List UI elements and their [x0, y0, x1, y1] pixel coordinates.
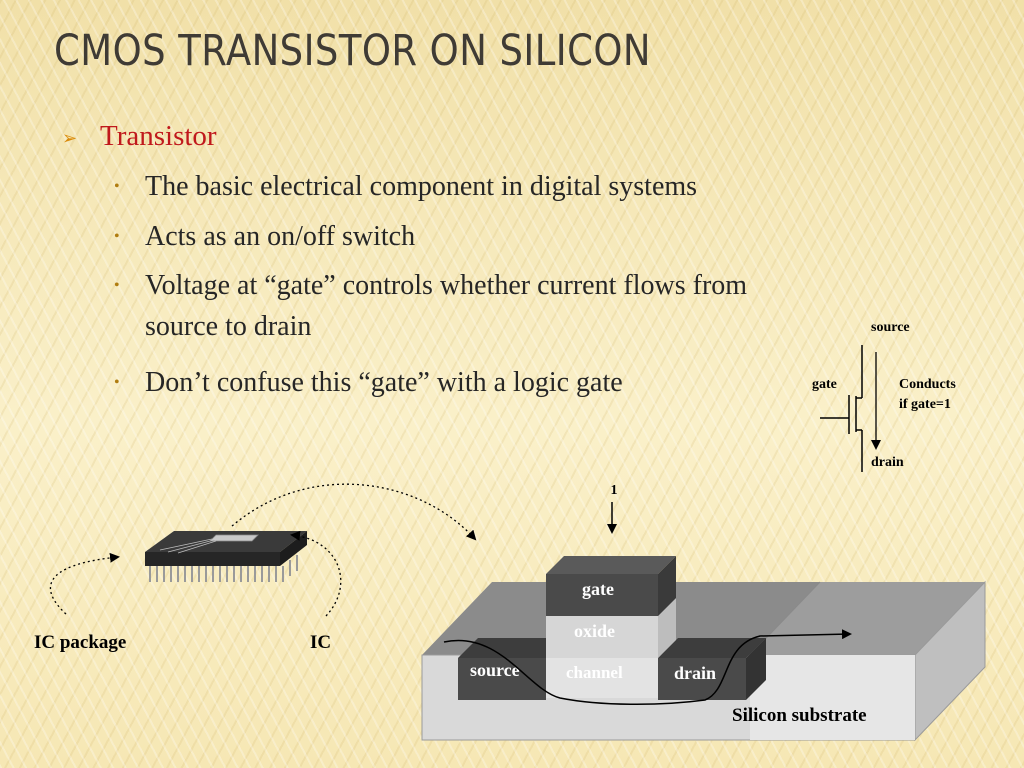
gate-label: gate: [582, 579, 614, 599]
drain-block: [658, 658, 746, 700]
dot-bullet-icon: •: [114, 277, 120, 294]
bullet-voltage-gate-cont: source to drain: [145, 311, 312, 342]
bullet-switch: Acts as an on/off switch: [145, 221, 416, 252]
ic-package-label: IC package: [34, 632, 126, 653]
channel-region: [546, 658, 658, 698]
ic-label: IC: [310, 632, 331, 653]
symbol-drain-label: drain: [871, 455, 904, 470]
bullet-logic-gate: Don’t confuse this “gate” with a logic g…: [145, 367, 623, 398]
transistor-symbol: source gate drain Conducts if gate=1: [812, 320, 956, 472]
ic-package-chip: [145, 531, 307, 582]
slide-title: CMOS TRANSISTOR ON SILICON: [54, 26, 652, 76]
current-flow-arrow: [443, 629, 852, 706]
bullet-voltage-gate: Voltage at “gate” controls whether curre…: [145, 270, 748, 301]
arrow-bullet-icon: ➢: [62, 128, 78, 148]
dot-bullet-icon: •: [114, 178, 120, 195]
oxide-label: oxide: [574, 621, 615, 641]
oxide-layer: [546, 616, 658, 658]
channel-label: channel: [566, 663, 623, 682]
dot-bullet-icon: •: [114, 228, 120, 245]
drain-label: drain: [674, 663, 716, 683]
bullet-transistor: Transistor: [100, 120, 217, 152]
source-block: [458, 658, 546, 700]
ic-die: [209, 534, 259, 542]
symbol-note-line2: if gate=1: [899, 397, 951, 412]
gate-block: [546, 574, 658, 616]
silicon-cross-section: channel source drain oxide gate 1 Silico…: [421, 483, 986, 742]
substrate-label: Silicon substrate: [732, 705, 867, 726]
zoom-callout-arrow: [231, 483, 477, 541]
source-label: source: [470, 660, 520, 680]
dot-bullet-icon: •: [114, 374, 120, 391]
symbol-source-label: source: [871, 320, 910, 335]
bullet-basic-component: The basic electrical component in digita…: [145, 171, 698, 202]
symbol-gate-label: gate: [812, 377, 837, 392]
symbol-note-line1: Conducts: [899, 377, 956, 392]
gate-input-value: 1: [611, 483, 618, 498]
package-callout-arrow: [49, 552, 120, 615]
